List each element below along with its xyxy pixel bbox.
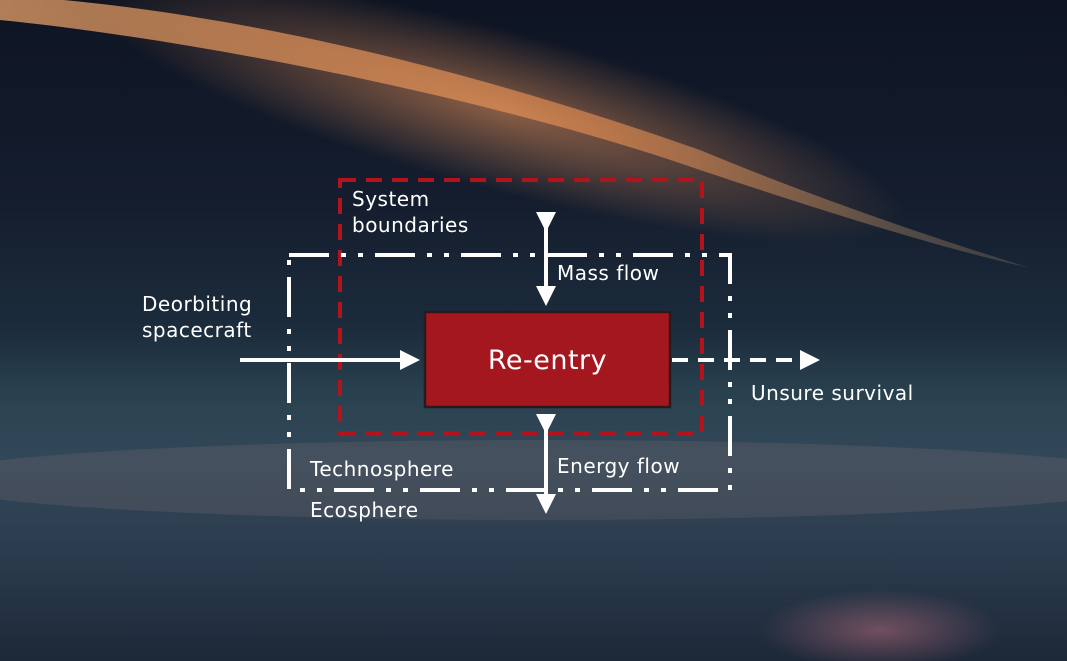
mass-flow-label: Mass flow xyxy=(557,261,660,285)
re-entry-label: Re-entry xyxy=(487,345,608,376)
input-label: Deorbiting spacecraft xyxy=(142,291,252,343)
system-boundary-box xyxy=(338,178,704,435)
re-entry-process-box xyxy=(423,310,672,409)
input-line2: spacecraft xyxy=(142,318,252,342)
technosphere-boundary-box xyxy=(287,253,732,492)
technosphere-label: Technosphere xyxy=(310,457,454,481)
output-label: Unsure survival xyxy=(751,381,914,405)
meteor-streak xyxy=(0,0,1030,268)
cloud-layer xyxy=(0,440,1067,520)
system-boundaries-line2: boundaries xyxy=(352,213,469,237)
energy-flow-label: Energy flow xyxy=(557,454,681,478)
input-line1: Deorbiting xyxy=(142,292,253,316)
system-boundaries-line1: System xyxy=(352,187,430,211)
system-boundaries-label: System boundaries xyxy=(352,186,469,238)
ecosphere-label: Ecosphere xyxy=(310,498,419,522)
sunlight-reflection xyxy=(760,590,1000,661)
